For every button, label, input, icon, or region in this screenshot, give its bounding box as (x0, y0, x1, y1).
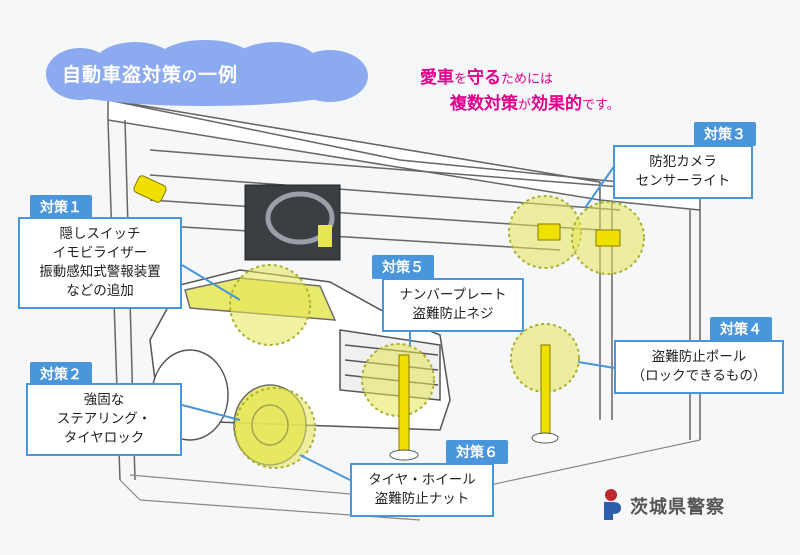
measure-4-line: （ロックできるもの） (631, 368, 767, 384)
measure-6-tag: 対策６ (446, 440, 508, 464)
measure-3-line: センサーライト (635, 173, 731, 189)
measure-1-box: 隠しスイッチ イモビライザー 振動感知式警報装置 などの追加 (18, 217, 182, 309)
measure-3-line: 防犯カメラ (649, 154, 717, 170)
tagline-text: 守る (467, 68, 502, 88)
police-logo-icon (604, 489, 621, 520)
measure-1-line: 振動感知式警報装置 (39, 264, 161, 280)
tagline-text: 愛車 (420, 68, 454, 88)
title-particle: の (182, 67, 199, 85)
page-title: 自動車盗対策の一例 (62, 60, 352, 87)
measure-3-box: 防犯カメラ センサーライト (613, 145, 753, 199)
highlight-plate (361, 343, 435, 417)
steering-wheel-photo (244, 184, 341, 261)
camera-icon (133, 175, 167, 203)
measure-4-box: 盗難防止ポール （ロックできるもの） (614, 340, 784, 394)
measure-4-line: 盗難防止ポール (651, 349, 747, 365)
tagline-text: を (454, 72, 468, 87)
measure-6-line: タイヤ・ホイール (368, 472, 476, 488)
highlight-tire-lock (234, 387, 316, 469)
measure-2-box: 強固な ステアリング・ タイヤロック (26, 383, 182, 456)
title-tail: 一例 (198, 64, 239, 86)
measure-2-line: 強固な (83, 392, 125, 408)
measure-3-tag: 対策３ (694, 122, 756, 146)
tagline-text: 効果的 (531, 94, 583, 114)
measure-2-line: ステアリング・ (56, 411, 152, 427)
measure-5-tag: 対策５ (372, 255, 434, 279)
police-logo: 茨城県警察 (600, 488, 725, 524)
tagline-text: 複数対策 (450, 94, 518, 114)
measure-1-line: 隠しスイッチ (59, 226, 141, 242)
carport-roof (107, 99, 701, 481)
measure-2-tag: 対策２ (30, 362, 92, 386)
measure-5-line: 盗難防止ネジ (412, 306, 494, 322)
measure-1-line: などの追加 (66, 283, 134, 299)
police-logo-text: 茨城県警察 (630, 497, 725, 518)
sensor-light-icon (537, 223, 621, 247)
connector-lines (181, 164, 616, 481)
tagline-text: ためには (501, 72, 554, 87)
tagline-text: が (518, 98, 532, 113)
measure-4-tag: 対策４ (710, 317, 772, 341)
anti-theft-poles (389, 344, 559, 461)
tagline: 愛車を守るためには 複数対策が効果的です。 (420, 66, 620, 118)
measure-5-line: ナンバープレート (399, 287, 507, 303)
measure-1-tag: 対策１ (30, 195, 92, 219)
measure-5-box: ナンバープレート 盗難防止ネジ (382, 278, 524, 332)
measure-6-box: タイヤ・ホイール 盗難防止ナット (350, 463, 494, 517)
title-main: 自動車盗対策 (62, 64, 183, 86)
measure-1-line: イモビライザー (52, 245, 148, 261)
highlight-immobilizer (229, 264, 311, 346)
measure-2-line: タイヤロック (63, 430, 145, 446)
tagline-text: です。 (582, 98, 620, 113)
measure-6-line: 盗難防止ナット (374, 491, 470, 507)
cloud-shape (46, 40, 368, 106)
